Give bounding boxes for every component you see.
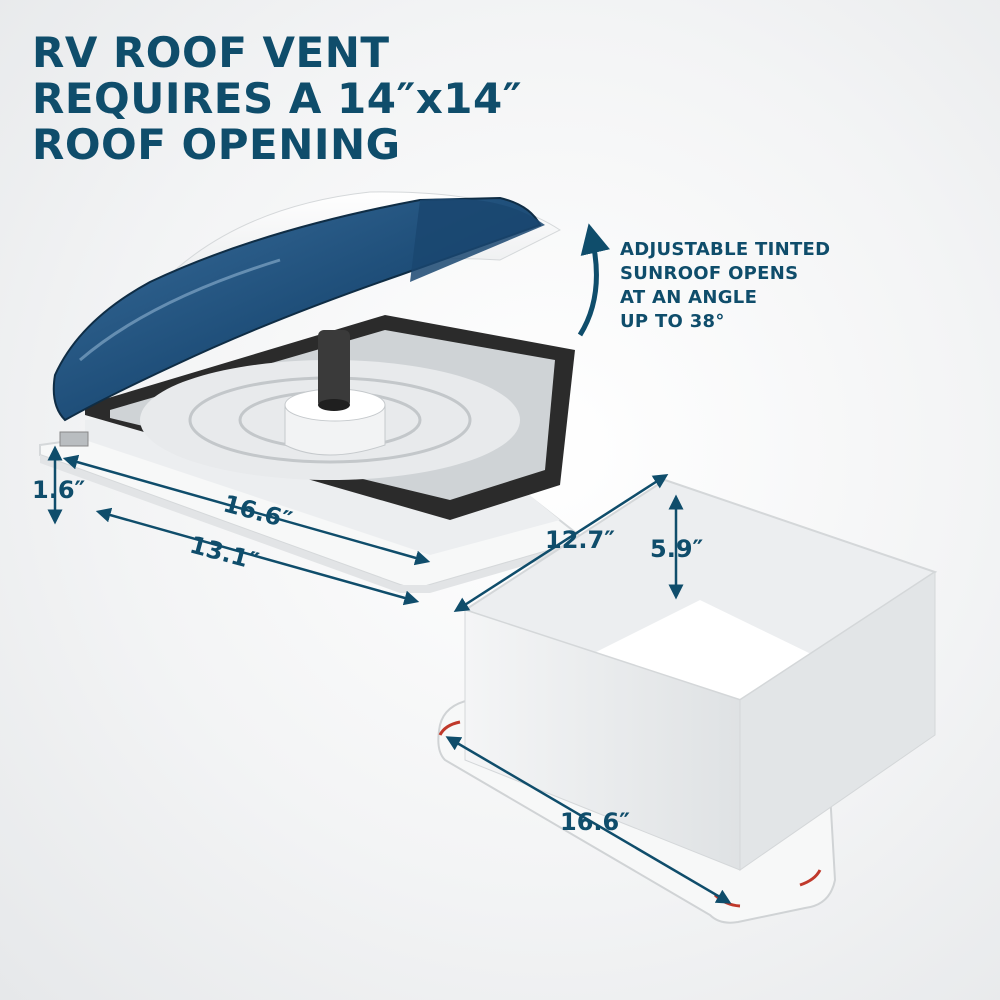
flange-width-arrow: [445, 736, 732, 904]
headline-line-3: ROOF OPENING: [32, 120, 401, 169]
sunroof-callout: ADJUSTABLE TINTED SUNROOF OPENS AT AN AN…: [620, 238, 830, 334]
vent-depth-arrow: [95, 507, 420, 606]
box-width-label: 12.7″: [545, 526, 615, 554]
box-height-label: 5.9″: [650, 535, 704, 563]
callout-line-1: ADJUSTABLE TINTED: [620, 239, 831, 260]
callout-line-3: AT AN ANGLE: [620, 287, 758, 308]
roof-vent: [39, 191, 588, 593]
lid-open-arrow: [577, 223, 610, 337]
box-back-wall: [465, 480, 935, 668]
box-front-wall-right: [739, 571, 936, 871]
crank-shaft: [318, 330, 350, 408]
flange-width-label: 16.6″: [560, 808, 630, 836]
callout-line-4: UP TO 38°: [620, 311, 725, 332]
box-width-arrow: [453, 473, 669, 613]
headline-line-1: RV ROOF VENT: [32, 28, 390, 77]
callout-line-2: SUNROOF OPENS: [620, 263, 799, 284]
hinge: [59, 431, 89, 447]
headline-line-2: REQUIRES A 14″x14″: [32, 74, 523, 123]
headline: RV ROOF VENT REQUIRES A 14″x14″ ROOF OPE…: [32, 30, 522, 168]
vent-height-label: 1.6″: [32, 476, 86, 504]
